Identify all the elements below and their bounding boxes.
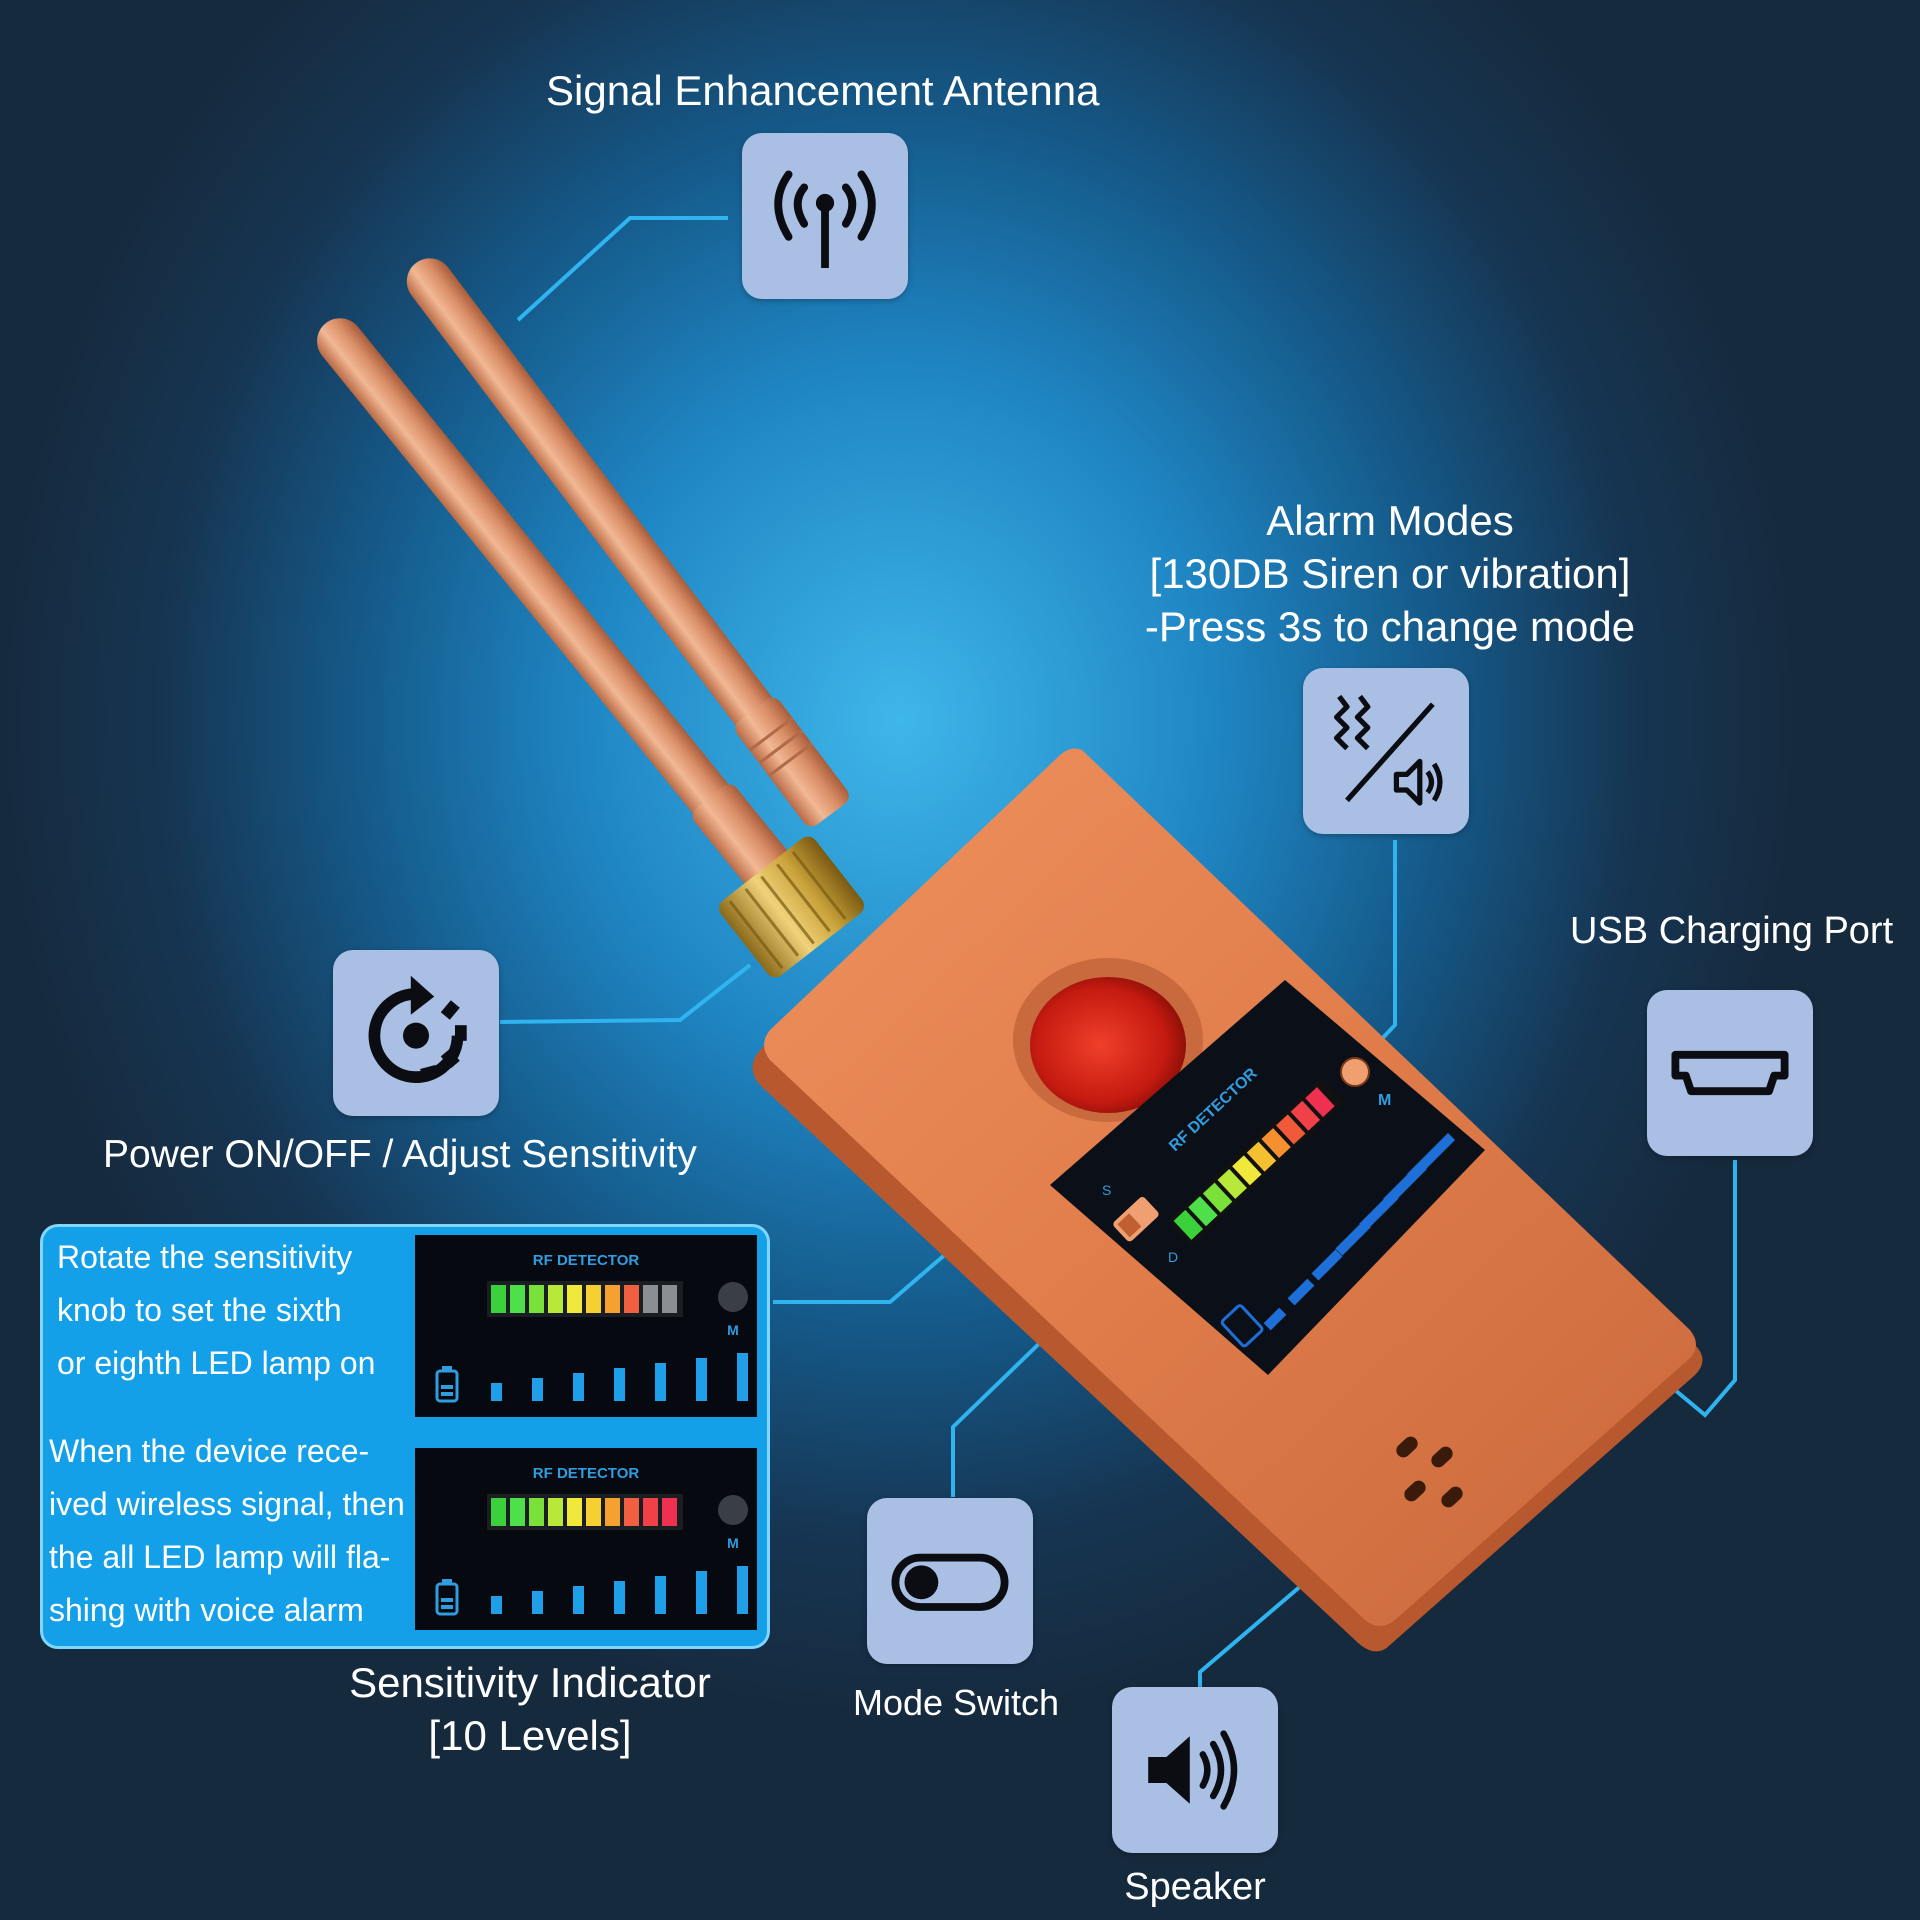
sensitivity-info-panel: Rotate the sensitivity knob to set the s…: [40, 1224, 770, 1649]
panel-text-alarm: When the device rece- ived wireless sign…: [49, 1425, 405, 1637]
signal-level-bar: [614, 1581, 625, 1614]
led-segment: [624, 1285, 639, 1313]
rotate-knob-icon: [368, 975, 467, 1083]
signal-level-bar: [491, 1596, 502, 1614]
alarm-label-line1: Alarm Modes: [1266, 497, 1514, 544]
led-segment: [605, 1498, 620, 1526]
device-mode-letter: M: [1378, 1092, 1391, 1109]
signal-level-bar: [655, 1576, 666, 1614]
antenna-left: [317, 318, 802, 904]
led-segment: [510, 1498, 525, 1526]
device-switch-top: S: [1102, 1182, 1111, 1198]
alarm-label-line3: -Press 3s to change mode: [1144, 603, 1636, 650]
device-led-bar: [1167, 1077, 1345, 1246]
led-segment: [586, 1498, 601, 1526]
led-segment: [510, 1285, 525, 1313]
power-label: Power ON/OFF / Adjust Sensitivity: [103, 1133, 697, 1176]
led-segment: [662, 1498, 677, 1526]
vibration-mute-icon: [1334, 694, 1443, 806]
toggle-switch-icon: [891, 1553, 1009, 1611]
signal-level-bar: [696, 1358, 707, 1401]
led-display-sixth-eighth: RF DETECTOR M: [415, 1235, 757, 1417]
mini-display-title: RF DETECTOR: [533, 1465, 640, 1482]
led-segment: [548, 1498, 563, 1526]
device-switch-bottom: D: [1168, 1249, 1178, 1265]
sensor-lens: [1013, 958, 1203, 1122]
led-segment: [643, 1498, 658, 1526]
signal-level-bar: [696, 1571, 707, 1614]
mini-display-mode: M: [727, 1535, 739, 1551]
sensitivity-label-line1: Sensitivity Indicator: [349, 1659, 711, 1706]
panel-text-setting: Rotate the sensitivity knob to set the s…: [57, 1231, 375, 1390]
sensitivity-knob: [719, 836, 865, 978]
usb-tile: [1647, 990, 1813, 1156]
mode-button: [1340, 1057, 1370, 1087]
antenna-label: Signal Enhancement Antenna: [546, 67, 1100, 114]
signal-level-bar: [532, 1591, 543, 1614]
sensitivity-label-line2: [10 Levels]: [428, 1712, 632, 1759]
alarm-label-line2: [130DB Siren or vibration]: [1149, 550, 1631, 597]
speaker-tile: [1112, 1687, 1278, 1853]
led-segment: [624, 1498, 639, 1526]
led-segment: [529, 1498, 544, 1526]
usb-port-icon: [1671, 1050, 1789, 1096]
signal-level-bar: [491, 1383, 502, 1401]
antenna-signal-icon: [774, 170, 876, 268]
led-segment: [567, 1285, 582, 1313]
device-screen: RF DETECTOR M S D: [1050, 980, 1485, 1375]
mini-battery-icon: [435, 1579, 459, 1616]
signal-level-bar: [614, 1368, 625, 1401]
led-segment: [605, 1285, 620, 1313]
led-segment: [491, 1285, 506, 1313]
led-segment: [567, 1498, 582, 1526]
panel-line: the all LED lamp will fla-: [49, 1539, 391, 1575]
panel-line: When the device rece-: [49, 1433, 370, 1469]
antenna-right: [406, 258, 849, 827]
led-segment: [548, 1285, 563, 1313]
mini-display-mode: M: [727, 1322, 739, 1338]
panel-line: shing with voice alarm: [49, 1592, 364, 1628]
mini-battery-icon: [435, 1366, 459, 1403]
antenna-connector: [516, 216, 728, 322]
mini-display-button: [718, 1282, 748, 1312]
speaker-grille: [1396, 1436, 1463, 1508]
led-segment: [529, 1285, 544, 1313]
power-connector: [499, 963, 752, 1024]
mini-display-title: RF DETECTOR: [533, 1252, 640, 1269]
mini-display-button: [718, 1495, 748, 1525]
device-level-bars: [1263, 1132, 1456, 1331]
panel-line: or eighth LED lamp on: [57, 1345, 376, 1381]
mode-switch-label: Mode Switch: [852, 1682, 1060, 1723]
power-tile: [333, 950, 499, 1116]
usb-label: USB Charging Port: [1570, 910, 1894, 952]
signal-level-bar: [573, 1586, 584, 1614]
led-segment: [662, 1285, 677, 1313]
led-display-all-on: RF DETECTOR M: [415, 1448, 757, 1630]
led-segment: [643, 1285, 658, 1313]
alarm-tile: [1303, 668, 1469, 834]
usb-connector: [1673, 1160, 1737, 1418]
led-segment: [586, 1285, 601, 1313]
device-battery-icon: [1220, 1304, 1264, 1348]
speaker-label: Speaker: [1124, 1866, 1266, 1908]
panel-line: ived wireless signal, then: [49, 1486, 405, 1522]
signal-level-bar: [532, 1378, 543, 1401]
signal-level-bar: [737, 1566, 748, 1614]
led-segment: [491, 1498, 506, 1526]
signal-level-bar: [573, 1373, 584, 1401]
mode-switch-slider: [1113, 1197, 1159, 1242]
panel-line: knob to set the sixth: [57, 1292, 342, 1328]
mode-tile: [867, 1498, 1033, 1664]
signal-level-bar: [737, 1353, 748, 1401]
panel-line: Rotate the sensitivity: [57, 1239, 353, 1275]
signal-level-bar: [655, 1363, 666, 1401]
antenna-tile: [742, 133, 908, 299]
speaker-icon: [1148, 1730, 1238, 1810]
